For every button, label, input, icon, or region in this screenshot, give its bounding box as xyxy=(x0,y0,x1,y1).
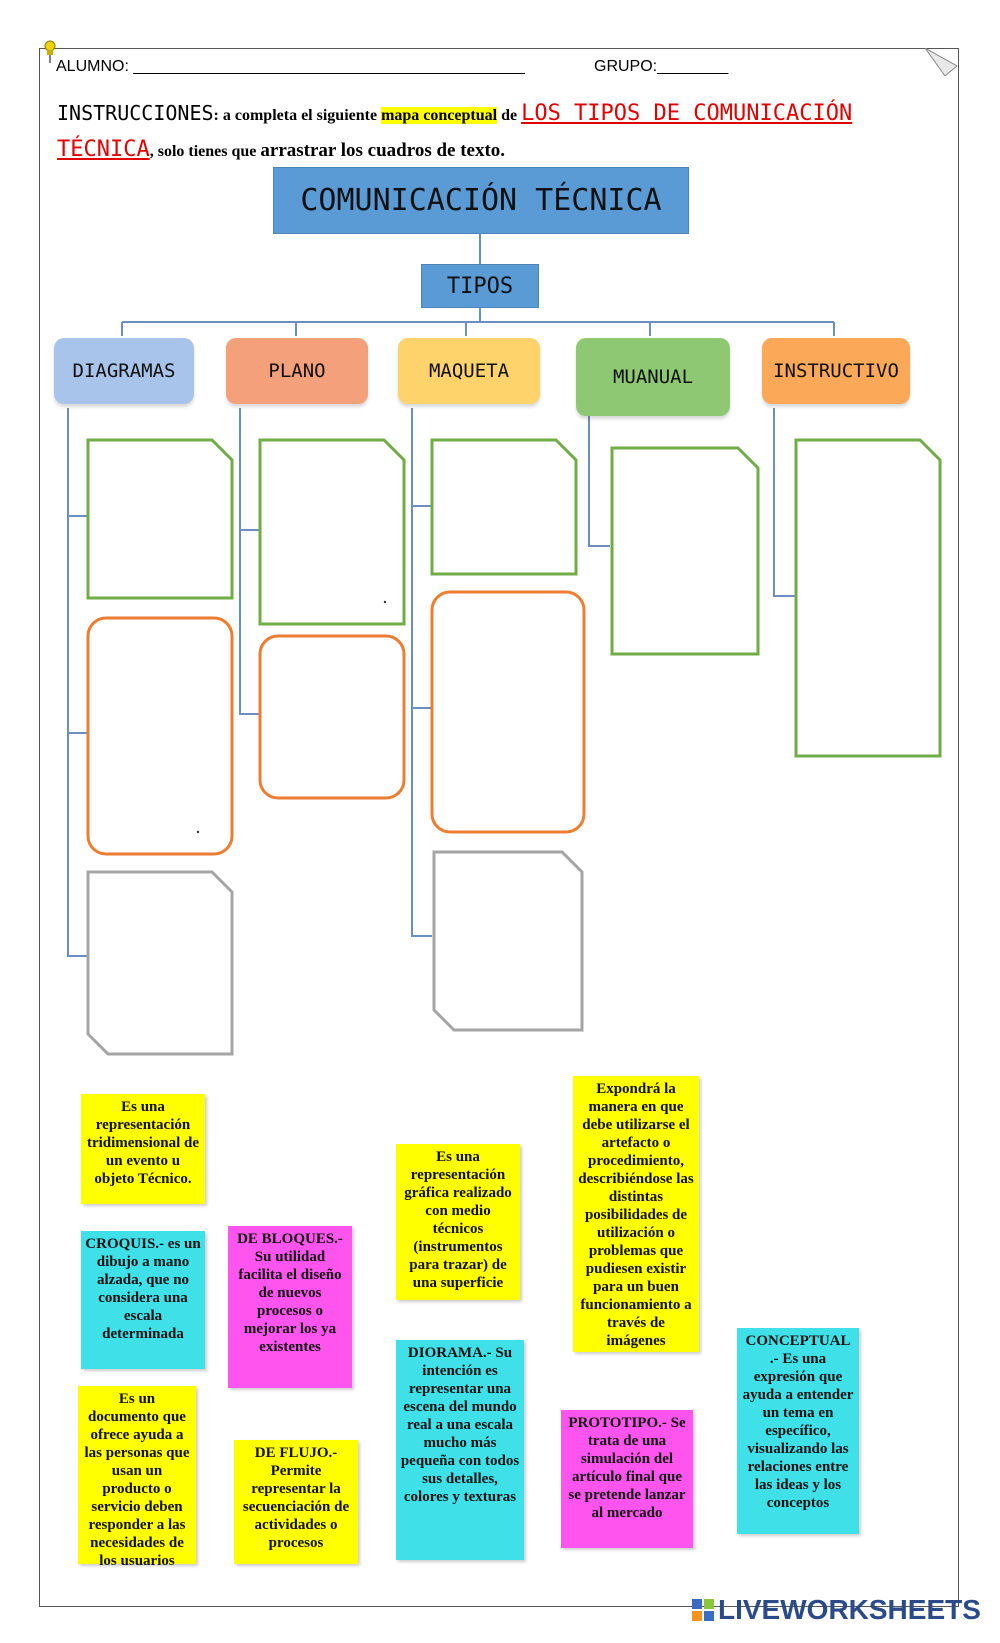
logo-text: LIVEWORKSHEETS xyxy=(718,1594,981,1625)
category-maqueta: MAQUETA xyxy=(398,338,540,404)
instructions-emphasis: arrastrar los cuadros de texto. xyxy=(260,140,506,161)
answer-card[interactable]: Es una representación tridimensional de … xyxy=(81,1094,205,1204)
drop-target-plano-2[interactable] xyxy=(258,634,406,800)
folded-corner xyxy=(925,48,957,76)
answer-card[interactable]: CONCEPTUAL .- Es una expresión que ayuda… xyxy=(737,1328,859,1534)
map-subtitle: TIPOS xyxy=(421,264,539,308)
alumno-label: ALUMNO: xyxy=(56,58,129,75)
instructions: INSTRUCCIONES: a completa el siguiente m… xyxy=(57,96,957,169)
drop-target-manual-1[interactable] xyxy=(610,446,760,656)
logo-squares-icon xyxy=(692,1599,714,1621)
instructions-highlight: mapa conceptual xyxy=(381,107,498,124)
answer-card[interactable]: CROQUIS.- es un dibujo a mano alzada, qu… xyxy=(81,1231,205,1369)
answer-card[interactable]: DE BLOQUES.- Su utilidad facilita el dis… xyxy=(228,1226,352,1388)
grupo-line: ________ xyxy=(657,58,729,75)
instructions-part2: de xyxy=(497,107,522,124)
answer-card[interactable]: DE FLUJO.- Permite representar la secuen… xyxy=(234,1440,358,1564)
instructions-part3: , solo tienes que xyxy=(149,143,261,160)
map-title: COMUNICACIÓN TÉCNICA xyxy=(273,167,689,234)
answer-card[interactable]: DIORAMA.- Su intención es representar un… xyxy=(396,1340,524,1560)
answer-card[interactable]: Expondrá la manera en que debe utilizars… xyxy=(573,1076,699,1352)
category-manual: MUANUAL xyxy=(576,338,730,416)
drop-target-diagramas-1[interactable] xyxy=(86,438,234,600)
liveworksheets-logo: LIVEWORKSHEETS xyxy=(692,1594,981,1626)
alumno-line: ________________________________________… xyxy=(133,58,525,75)
grupo-label: GRUPO: xyxy=(594,58,658,75)
drop-target-maqueta-2[interactable] xyxy=(430,590,586,834)
drop-target-maqueta-1[interactable] xyxy=(430,438,578,576)
instructions-topic-line1: LOS TIPOS DE COMUNICACIÓN xyxy=(521,101,853,126)
answer-card[interactable]: Es una representación gráfica realizado … xyxy=(396,1144,520,1300)
drop-target-maqueta-3[interactable] xyxy=(432,850,584,1032)
instructions-topic-line2: TÉCNICA xyxy=(57,137,150,162)
category-plano: PLANO xyxy=(226,338,368,404)
category-instructivo: INSTRUCTIVO xyxy=(762,338,910,404)
student-name-field[interactable]: ALUMNO: ________________________________… xyxy=(56,58,525,76)
drop-target-diagramas-3[interactable] xyxy=(86,870,234,1056)
pushpin-icon xyxy=(44,40,56,63)
category-diagramas: DIAGRAMAS xyxy=(54,338,194,404)
drop-target-diagramas-2[interactable] xyxy=(86,616,234,856)
instructions-lead: INSTRUCCIONES xyxy=(57,101,214,125)
group-field[interactable]: GRUPO:________ xyxy=(594,58,728,76)
answer-card[interactable]: Es un documento que ofrece ayuda a las p… xyxy=(78,1386,196,1569)
instructions-part1: : a completa el siguiente xyxy=(213,107,382,124)
drop-target-plano-1[interactable] xyxy=(258,438,406,626)
drop-target-instructivo-1[interactable] xyxy=(794,438,942,758)
answer-card[interactable]: PROTOTIPO.- Se trata de una simulación d… xyxy=(561,1410,693,1548)
